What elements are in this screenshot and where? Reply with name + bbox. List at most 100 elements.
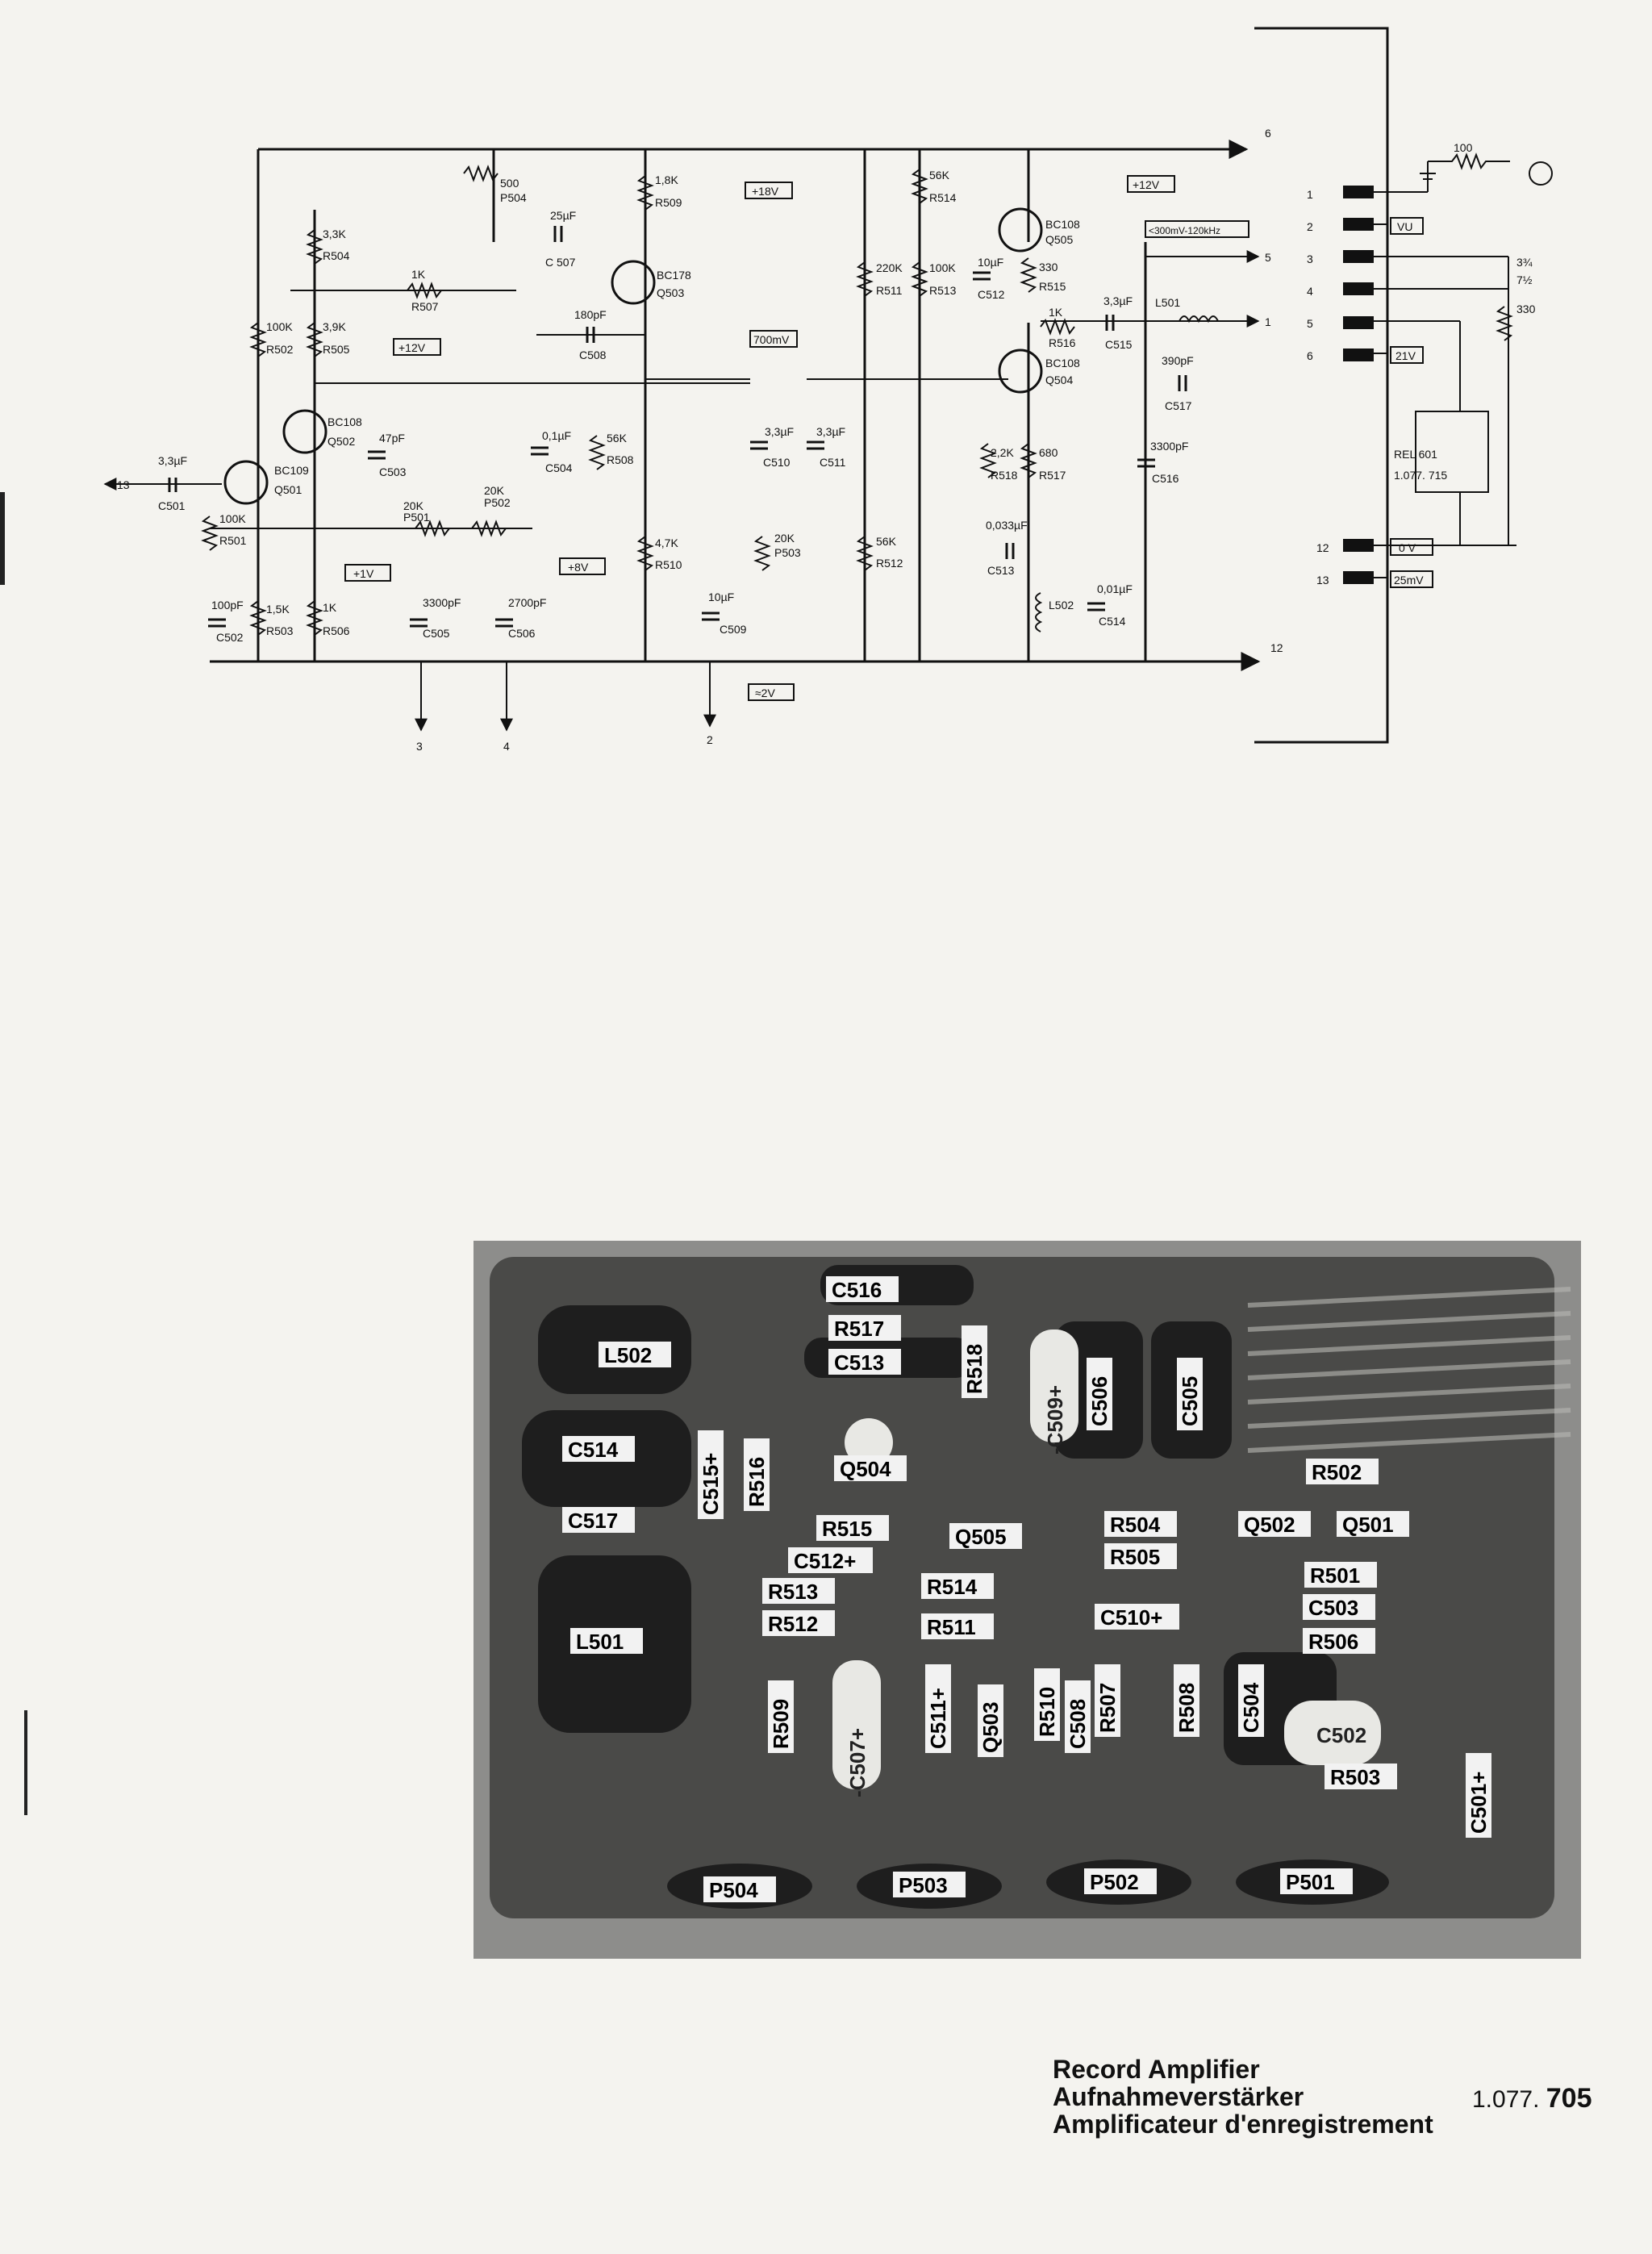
svg-text:R506: R506 (1308, 1630, 1358, 1654)
board-label-r502: R502 (1306, 1459, 1379, 1484)
label-q505-type: BC108 (1045, 218, 1080, 231)
board-label-c507: -C507+ (845, 1728, 870, 1797)
svg-text:C503: C503 (1308, 1596, 1358, 1620)
label-c506-ref: C506 (508, 627, 536, 640)
label-c509-value: 10µF (708, 591, 734, 603)
label-r511-ref: R511 (876, 284, 903, 297)
label-c504-value: 0,1µF (542, 429, 571, 442)
label-p501-ref: P501 (403, 511, 430, 524)
board-label-r504: R504 (1104, 1511, 1177, 1537)
board-label-p504: P504 (703, 1876, 776, 1902)
svg-text:-C509+: -C509+ (1043, 1385, 1067, 1455)
label-r512-value: 56K (876, 535, 897, 548)
svg-text:C504: C504 (1239, 1682, 1263, 1733)
label-r516-ref: R516 (1049, 336, 1076, 349)
label-l501: L501 (1155, 296, 1180, 309)
label-c515-value: 3,3µF (1103, 294, 1133, 307)
label-r506-value: 1K (323, 601, 337, 614)
label-c517-ref: C517 (1165, 399, 1192, 412)
terminal-numbers: 13 3 4 2 6 5 1 12 (117, 127, 1283, 753)
label-r510-value: 4,7K (655, 536, 678, 549)
label-r503-value: 1,5K (266, 603, 290, 616)
board-label-c508: C508 (1065, 1680, 1091, 1753)
svg-text:R502: R502 (1312, 1460, 1362, 1484)
board-label-c504: C504 (1238, 1664, 1264, 1737)
module-frame (1254, 27, 1389, 744)
label-r518-value: 2,2K (991, 446, 1014, 459)
label-r100: 100 (1454, 141, 1473, 154)
svg-text:C505: C505 (1178, 1376, 1202, 1426)
label-r507-value: 1K (411, 268, 426, 281)
label-c514-value: 0,01µF (1097, 582, 1133, 595)
svg-text:C517: C517 (568, 1509, 618, 1533)
label-p503-ref: P503 (774, 546, 801, 559)
board-label-l502: L502 (599, 1342, 671, 1367)
board-label-c513: C513 (828, 1349, 901, 1375)
tag-300mv-120khz: <300mV-120kHz (1149, 225, 1220, 236)
label-q505-ref: Q505 (1045, 233, 1073, 246)
caption-title-fr: Amplificateur d'enregistrement (1053, 2110, 1433, 2139)
label-q503-ref: Q503 (657, 286, 684, 299)
svg-text:R501: R501 (1310, 1563, 1360, 1588)
document-number-main: 705 (1546, 2083, 1592, 2114)
board-label-r518: R518 (962, 1325, 987, 1398)
tag-2v: ≈2V (755, 687, 775, 699)
board-label-r503: R503 (1325, 1764, 1397, 1789)
label-q502-ref: Q502 (327, 435, 355, 448)
board-label-q504: Q504 (834, 1455, 907, 1481)
svg-text:C502: C502 (1316, 1723, 1366, 1747)
tag-21v: 21V (1395, 349, 1416, 362)
svg-text:C511+: C511+ (926, 1688, 950, 1749)
board-label-q502: Q502 (1238, 1511, 1311, 1537)
label-c513-ref: C513 (987, 564, 1015, 577)
label-c512-value: 10µF (978, 256, 1003, 269)
schematic-labels: 3,3K R504 3,9K R505 100K R502 100K R501 … (158, 169, 1194, 644)
svg-text:C506: C506 (1087, 1376, 1112, 1426)
svg-text:Q501: Q501 (1342, 1513, 1394, 1537)
tag-18v: +18V (752, 185, 779, 198)
label-q501-ref: Q501 (274, 483, 302, 496)
label-q502-type: BC108 (327, 415, 362, 428)
label-c501-ref: C501 (158, 499, 186, 512)
svg-text:C512+: C512+ (794, 1549, 856, 1573)
board-label-r516: R516 (744, 1438, 770, 1511)
label-c513-value: 0,033µF (986, 519, 1028, 532)
board-label-q503: Q503 (978, 1684, 1003, 1757)
document-number: 1.077. 705 (1472, 2083, 1592, 2114)
tag-12v-a: +12V (398, 341, 426, 354)
label-c508-value: 180pF (574, 308, 607, 321)
terminal-4: 4 (503, 740, 510, 753)
svg-text:C501+: C501+ (1466, 1772, 1491, 1834)
svg-text:R515: R515 (822, 1517, 872, 1541)
label-r513-ref: R513 (929, 284, 957, 297)
svg-text:R513: R513 (768, 1580, 818, 1604)
board-label-c511: C511+ (925, 1664, 951, 1753)
svg-text:Q505: Q505 (955, 1525, 1007, 1549)
tag-12v-b: +12V (1133, 178, 1160, 191)
label-r516-value: 1K (1049, 306, 1063, 319)
label-p504-ref: P504 (500, 191, 527, 204)
label-r504-ref: R504 (323, 249, 350, 262)
label-q504-type: BC108 (1045, 357, 1080, 369)
label-q503-type: BC178 (657, 269, 691, 282)
board-label-c512: C512+ (788, 1547, 873, 1573)
tag-8v: +8V (568, 561, 589, 574)
svg-text:P502: P502 (1090, 1870, 1139, 1894)
connector-strip (1343, 152, 1553, 584)
board-label-c510: C510+ (1095, 1604, 1179, 1630)
label-relay-num: 1.077. 715 (1394, 469, 1447, 482)
tag-0v: 0 V (1399, 541, 1416, 554)
svg-text:C510+: C510+ (1100, 1605, 1162, 1630)
svg-text:C514: C514 (568, 1438, 619, 1462)
label-c509-ref: C509 (720, 623, 747, 636)
terminal-13: 13 (117, 478, 130, 491)
board-label-c506: C506 (1087, 1358, 1112, 1430)
label-l502: L502 (1049, 599, 1074, 612)
board-label-r508: R508 (1174, 1664, 1199, 1737)
svg-text:R512: R512 (768, 1612, 818, 1636)
binding-mark (24, 1710, 27, 1815)
label-p504-value: 500 (500, 177, 519, 190)
pin-12: 12 (1316, 541, 1329, 554)
board-label-c515: C515+ (698, 1430, 724, 1519)
pin-4: 4 (1307, 285, 1313, 298)
